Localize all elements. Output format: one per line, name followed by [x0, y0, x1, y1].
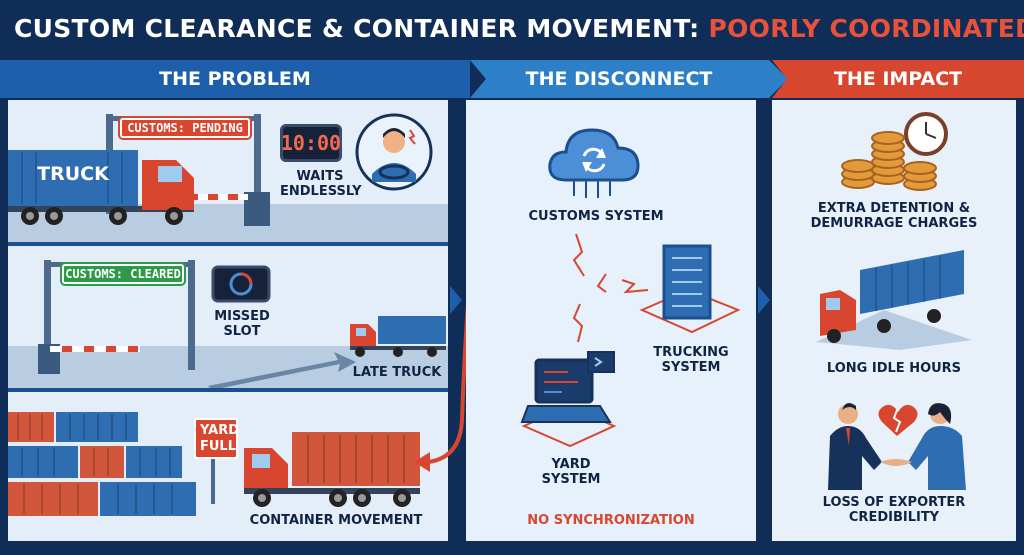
arrow-right-icon — [450, 286, 462, 314]
arrow-right-icon — [758, 286, 770, 314]
problem-row-yard: YARD FULL CONTAINER MOVEMENT — [8, 392, 448, 541]
problem-row-cleared: CUSTOMS: CLEARED MISSED SLOT LATE TRUCK — [8, 246, 448, 390]
customs-cleared-sign: CUSTOMS: CLEARED — [62, 264, 184, 284]
coins-clock-icon — [841, 112, 948, 191]
header-impact-label: THE IMPACT — [833, 68, 963, 90]
yard-system-label: YARD SYSTEM — [541, 457, 601, 487]
panel-disconnect: CUSTOMS SYSTEM TRUCKING SYSTEM YARD SYST… — [466, 100, 756, 541]
late-truck-icon — [350, 316, 446, 357]
clock-display: 10:00 — [280, 124, 342, 162]
customs-pending-label: CUSTOMS: PENDING — [127, 121, 243, 135]
container-stack-icon — [8, 412, 196, 516]
problem-row-pending: CUSTOMS: PENDING TRUCK 10:00 WAITS ENDLE… — [8, 100, 448, 242]
customs-cleared-label: CUSTOMS: CLEARED — [65, 267, 181, 281]
header-impact: THE IMPACT — [772, 60, 1024, 98]
missed-slot-caption: MISSED SLOT — [214, 309, 270, 339]
row-divider — [8, 242, 448, 246]
customs-pending-sign: CUSTOMS: PENDING — [120, 118, 250, 138]
missed-slot-timer-icon — [211, 265, 271, 303]
late-truck-caption: LATE TRUCK — [352, 365, 442, 380]
laptop-icon — [520, 351, 617, 448]
title-bar: CUSTOM CLEARANCE & CONTAINER MOVEMENT: P… — [0, 0, 1024, 56]
header-disconnect: THE DISCONNECT — [470, 60, 788, 98]
road — [8, 346, 448, 388]
container-movement-caption: CONTAINER MOVEMENT — [249, 513, 423, 528]
detention-charges-label: EXTRA DETENTION & DEMURRAGE CHARGES — [810, 201, 978, 231]
long-idle-hours-label: LONG IDLE HOURS — [826, 361, 962, 376]
header-disconnect-label: THE DISCONNECT — [525, 68, 713, 90]
header-problem-label: THE PROBLEM — [159, 68, 311, 90]
yard-full-sign: YARD FULL — [194, 418, 239, 460]
sign-post — [211, 454, 215, 504]
panel-problem: CUSTOMS: PENDING TRUCK 10:00 WAITS ENDLE… — [8, 100, 448, 541]
truck-icon — [8, 150, 194, 225]
header-problem: THE PROBLEM — [0, 60, 470, 98]
customs-system-label: CUSTOMS SYSTEM — [528, 209, 664, 224]
arrow-right-icon — [208, 352, 356, 390]
panel-impact: EXTRA DETENTION & DEMURRAGE CHARGES LONG… — [772, 100, 1016, 541]
no-synchronization-label: NO SYNCHRONIZATION — [527, 513, 695, 528]
page-title: CUSTOM CLEARANCE & CONTAINER MOVEMENT: P… — [14, 14, 1024, 43]
broken-link-icon — [572, 233, 649, 343]
broken-trust-handshake-icon — [828, 403, 966, 490]
container-truck-icon — [244, 432, 420, 507]
truck-label: TRUCK — [37, 163, 109, 185]
row-divider — [8, 388, 448, 392]
title-main: CUSTOM CLEARANCE & CONTAINER MOVEMENT: — [14, 13, 709, 43]
server-icon — [639, 244, 741, 334]
title-accent: POORLY COORDINATED — [708, 13, 1024, 43]
clock-time: 10:00 — [280, 131, 342, 155]
trucking-system-label: TRUCKING SYSTEM — [653, 345, 729, 375]
arrow-left-red-icon — [414, 303, 470, 472]
loss-of-credibility-label: LOSS OF EXPORTER CREDIBILITY — [822, 495, 966, 525]
frustrated-driver-icon — [355, 113, 433, 191]
idle-truck-icon — [816, 250, 972, 350]
waits-endlessly-caption: WAITS ENDLESSLY — [280, 169, 362, 199]
cloud-sync-icon — [548, 128, 640, 198]
